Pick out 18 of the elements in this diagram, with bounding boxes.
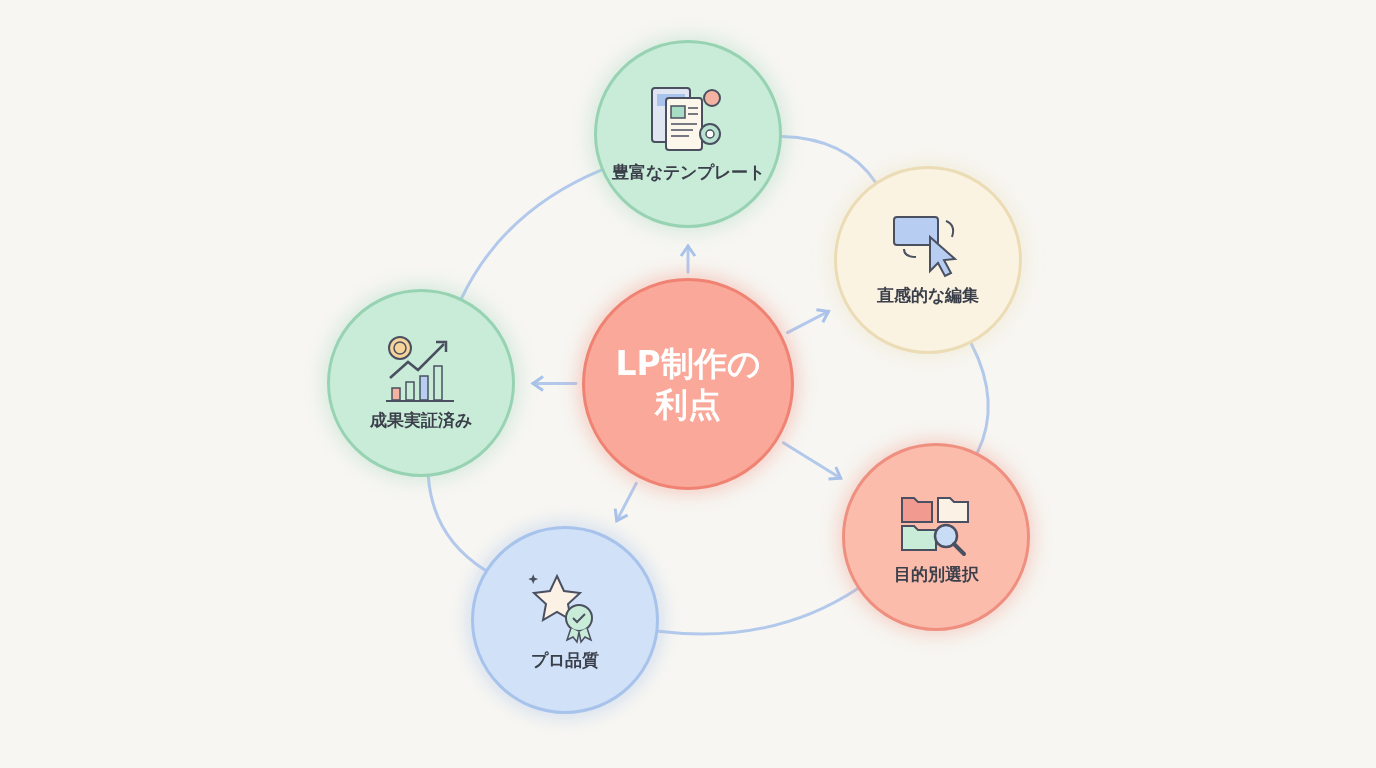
node-label: 豊富なテンプレート bbox=[611, 162, 765, 184]
arrow bbox=[531, 374, 578, 392]
node-label: LP制作の利点 bbox=[614, 342, 762, 426]
node-label: 目的別選択 bbox=[893, 564, 979, 586]
node-label: 成果実証済み bbox=[370, 410, 472, 432]
circle-node bbox=[582, 278, 794, 490]
node-label: 直感的な編集 bbox=[877, 285, 979, 307]
node-label: プロ品質 bbox=[531, 650, 599, 672]
arrow bbox=[786, 308, 830, 335]
connector-arc bbox=[656, 587, 859, 636]
circle-node bbox=[842, 443, 1030, 631]
arrow bbox=[679, 244, 697, 274]
arrow bbox=[781, 441, 843, 481]
connector-arc bbox=[426, 475, 487, 572]
connector-arc bbox=[969, 341, 990, 455]
connector-arc bbox=[780, 134, 877, 184]
arrow bbox=[613, 481, 638, 523]
connector-arc bbox=[460, 168, 603, 300]
